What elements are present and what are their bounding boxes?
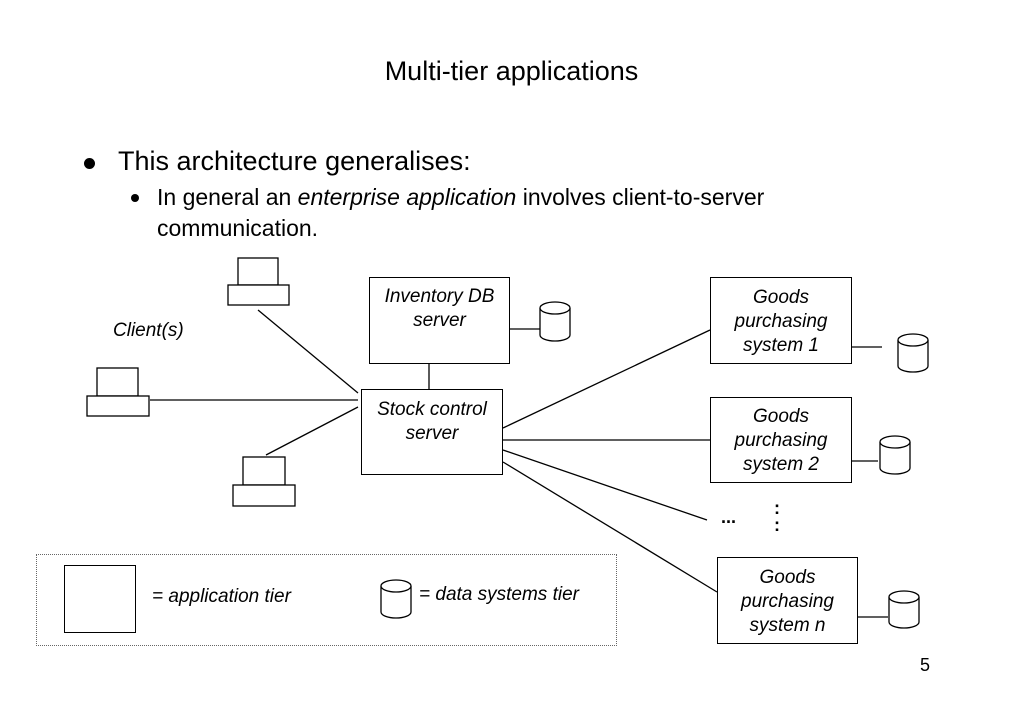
connector-stock-goodsn bbox=[502, 461, 718, 593]
goods-purchasing-system-2-box: Goods purchasing system 2 bbox=[710, 397, 852, 483]
inventory-db-server-box: Inventory DB server bbox=[369, 277, 510, 364]
bullet-level-2-emphasis: enterprise application bbox=[297, 184, 517, 210]
bullet-level-2-prefix: In general an bbox=[157, 184, 298, 210]
bullet-dot bbox=[84, 158, 95, 169]
connector-stock-goods1 bbox=[502, 329, 711, 429]
connector-client-top bbox=[257, 309, 359, 394]
legend-application-tier-box bbox=[64, 565, 136, 633]
goods-purchasing-system-n-box: Goods purchasing system n bbox=[717, 557, 858, 644]
goods-purchasing-system-1-box: Goods purchasing system 1 bbox=[710, 277, 852, 364]
legend-application-tier-label: = application tier bbox=[152, 586, 291, 607]
connector-client-bottom bbox=[265, 406, 359, 456]
bullet-level-2-suffix: involves client-to-server communication. bbox=[157, 184, 765, 241]
stock-control-server-box: Stock control server bbox=[361, 389, 503, 475]
database-icon-goods1 bbox=[897, 333, 929, 373]
page-number: 5 bbox=[920, 655, 931, 675]
database-icon-goods2 bbox=[879, 435, 911, 475]
clients-label: Client(s) bbox=[113, 320, 184, 341]
vertical-ellipsis: : : bbox=[774, 498, 780, 535]
client-computer-bottom bbox=[232, 456, 296, 507]
database-icon-inventory bbox=[539, 301, 571, 342]
bullet-level-1-text: This architecture generalises: bbox=[118, 146, 471, 176]
client-computer-top bbox=[227, 257, 290, 306]
bullet-dot bbox=[131, 194, 139, 202]
legend-data-tier-label: = data systems tier bbox=[419, 584, 579, 605]
client-computer-mid bbox=[86, 367, 150, 417]
legend: = application tier = data systems tier bbox=[36, 554, 617, 646]
slide-title: Multi-tier applications bbox=[384, 56, 639, 86]
connector-stock-ellipsis bbox=[502, 449, 708, 521]
database-icon-goodsn bbox=[888, 590, 920, 629]
database-icon-legend bbox=[380, 579, 412, 619]
bullet-level-2-text: In general an enterprise application inv… bbox=[157, 182, 877, 244]
ellipsis-label: ... bbox=[721, 507, 737, 527]
